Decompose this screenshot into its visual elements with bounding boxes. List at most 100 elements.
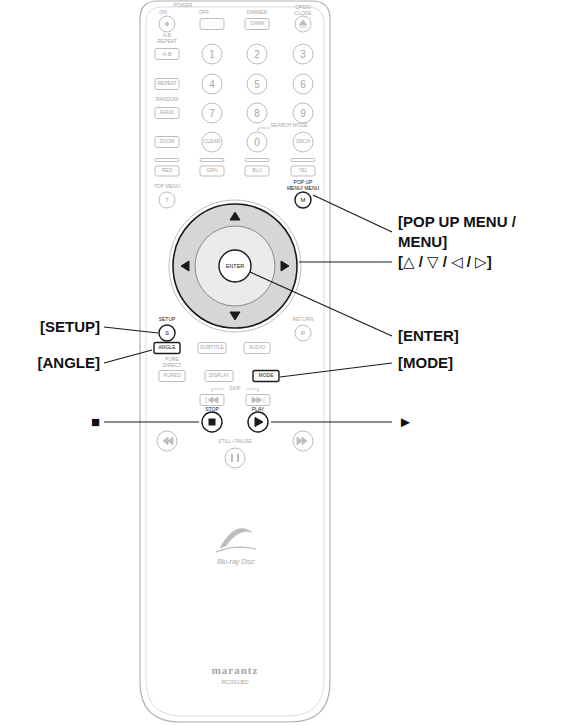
button-caption: STOP bbox=[205, 407, 219, 413]
callout-label: [SETUP] bbox=[40, 317, 100, 337]
button-text: MODE bbox=[259, 373, 274, 379]
callout-label: [ANGLE] bbox=[38, 353, 101, 373]
round-button bbox=[225, 448, 245, 468]
button-text: SUBTITLE bbox=[200, 345, 224, 351]
button-caption: RANDOM bbox=[156, 97, 178, 103]
round-button bbox=[295, 325, 311, 341]
round-button bbox=[159, 325, 175, 341]
skip-next-symbol bbox=[252, 397, 264, 403]
button-text: ZOOM bbox=[160, 139, 175, 145]
color-bar bbox=[155, 159, 179, 162]
rect-button bbox=[198, 343, 226, 354]
model-number: RC001BD bbox=[221, 679, 248, 686]
leader-line bbox=[313, 195, 392, 232]
button-caption: POP UP MENU/ MENU bbox=[286, 180, 320, 191]
button-text: BLU bbox=[252, 168, 262, 174]
round-button bbox=[293, 103, 313, 123]
brand-name: marantz bbox=[212, 664, 259, 676]
round-button bbox=[247, 74, 267, 94]
enter-button bbox=[219, 250, 251, 282]
button-caption: TOP MENU bbox=[154, 184, 180, 190]
power-dot bbox=[165, 22, 169, 26]
round-button bbox=[295, 16, 311, 32]
button-text: DISPLAY bbox=[209, 373, 230, 379]
round-button bbox=[157, 431, 177, 451]
play-symbol bbox=[255, 418, 263, 427]
button-text: ENTER bbox=[226, 263, 245, 269]
rect-button bbox=[200, 19, 224, 30]
callout-label: [△ / ▽ / ◁ / ▷] bbox=[398, 252, 492, 272]
button-caption: SKIP bbox=[229, 386, 240, 392]
round-button bbox=[295, 192, 311, 208]
round-button bbox=[202, 44, 222, 64]
ring-surround bbox=[169, 200, 301, 332]
housing-inner-edge bbox=[146, 7, 324, 716]
button-text: DIMM bbox=[250, 21, 263, 27]
button-text: GRN bbox=[206, 168, 217, 174]
button-caption: OPEN/ CLOSE bbox=[292, 5, 314, 16]
round-button bbox=[293, 74, 313, 94]
button-text: M bbox=[301, 197, 306, 204]
rect-button bbox=[159, 371, 185, 382]
button-text: 1 bbox=[209, 49, 215, 60]
callout-label: [MODE] bbox=[398, 353, 453, 373]
leader-line bbox=[299, 261, 392, 262]
button-caption: STILL / PAUSE bbox=[218, 439, 252, 445]
button-text: 4 bbox=[209, 79, 215, 90]
leader-line bbox=[104, 421, 199, 422]
bluray-logo-swoosh bbox=[220, 528, 252, 548]
color-button bbox=[200, 166, 224, 176]
button-caption: RETURN bbox=[293, 317, 314, 323]
stop-button bbox=[202, 412, 222, 432]
round-button bbox=[293, 132, 313, 152]
button-caption: DIMMER bbox=[247, 10, 267, 16]
rect-button bbox=[200, 395, 224, 406]
eject-symbol bbox=[299, 20, 307, 27]
round-button bbox=[293, 431, 313, 451]
button-text: T bbox=[165, 197, 169, 204]
leader-line bbox=[250, 272, 392, 336]
leader-line bbox=[104, 350, 152, 363]
button-caption: SEARCH MODE bbox=[270, 123, 307, 129]
rect-button bbox=[253, 371, 279, 382]
color-button bbox=[155, 166, 179, 176]
down-arrow bbox=[230, 312, 240, 320]
button-text: CLEAR bbox=[204, 139, 221, 145]
logo-text: Blu-ray Disc bbox=[217, 558, 255, 566]
rect-button bbox=[154, 343, 180, 354]
pause-symbol bbox=[232, 454, 238, 462]
color-button bbox=[291, 166, 315, 176]
button-text: 7 bbox=[209, 108, 215, 119]
callout-label: [POP UP MENU / MENU] bbox=[398, 212, 543, 253]
button-text: 6 bbox=[300, 79, 306, 90]
rect-button bbox=[155, 108, 179, 119]
cursor-ring-inner bbox=[195, 226, 275, 306]
button-caption: A-B REPEAT bbox=[154, 33, 180, 44]
remote-housing bbox=[140, 1, 330, 722]
rewind-symbol bbox=[163, 437, 173, 445]
leader-line bbox=[280, 363, 392, 377]
button-text: RED bbox=[162, 168, 173, 174]
rect-button bbox=[246, 395, 270, 406]
color-bar bbox=[200, 159, 224, 162]
button-caption: SETUP bbox=[159, 317, 176, 323]
button-text: REPEAT bbox=[157, 81, 177, 87]
callout-label: ■ bbox=[91, 412, 100, 432]
round-button bbox=[202, 103, 222, 123]
leader-line bbox=[104, 327, 158, 333]
round-button bbox=[159, 192, 175, 208]
button-text: AUDIO bbox=[249, 345, 265, 351]
skip-back-symbol bbox=[206, 397, 218, 403]
round-button bbox=[247, 103, 267, 123]
button-text: 9 bbox=[300, 108, 306, 119]
button-text: 3 bbox=[300, 49, 306, 60]
left-arrow bbox=[181, 261, 189, 271]
rect-button bbox=[245, 19, 269, 30]
button-caption: PLAY bbox=[252, 407, 264, 413]
cursor-ring bbox=[173, 204, 297, 328]
up-arrow bbox=[230, 212, 240, 220]
callout-label: [ENTER] bbox=[398, 326, 459, 346]
button-text: SRCH bbox=[296, 139, 310, 145]
right-arrow bbox=[281, 261, 289, 271]
